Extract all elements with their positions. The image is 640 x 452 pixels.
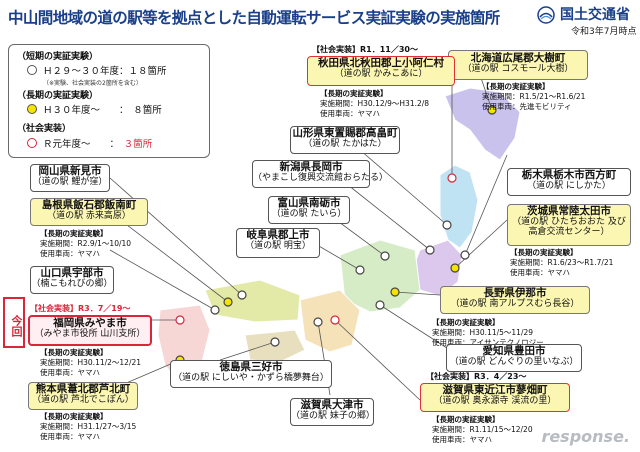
page-title: 中山間地域の道の駅等を拠点とした自動運転サービス実証実験の実施箇所 [8,9,500,27]
legend-long-row: Ｈ３０年度～ ： ８箇所 [17,102,162,116]
yellow-dot-icon [27,104,37,114]
site-box-toyama: 富山県南砺市 （道の駅 たいら） [268,196,350,224]
legend-long-head: （長期の実証実験） [17,91,99,101]
site-box-aichi: 愛知県豊田市 （道の駅 どんぐりの里いなぶ） [446,344,582,372]
org-name: 国土交通省 [560,7,630,23]
legend-short-head: （短期の実証実験） [17,52,99,62]
watermark: response. [541,427,630,446]
site-box-tochigi: 栃木県栃木市西方町 （道の駅 にしかた） [507,168,631,196]
legend-long-text: Ｈ３０年度～ ： ８箇所 [43,105,162,116]
tag-shiga-higashiomi: 【社会実装】R3．4／23～ [426,372,527,381]
site-box-gifu: 岐阜県郡上市 （道の駅 明宝） [236,228,320,258]
legend-short-note: （※実験、社会実装の2箇所を含む） [43,80,142,87]
date-label: 令和3年7月時点 [571,27,637,37]
legend-panel: （短期の実証実験） Ｈ２９～３０年度：１８箇所 （※実験、社会実装の2箇所を含む… [8,44,210,158]
site-box-shiga-otsu: 滋賀県大津市 （道の駅 妹子の郷） [290,398,375,426]
legend-social-row: Ｒ元年度～ ： ３箇所 [17,136,152,150]
white-dot-icon [27,65,37,75]
site-box-niigata: 新潟県長岡市 （やまこし復興交流館おらたる） [252,160,388,188]
tag-akita: 【社会実装】R1．11／30～ [312,45,418,54]
site-box-nagano: 長野県伊那市 （道の駅 南アルプスむら長谷） [440,286,590,314]
legend-social-head: （社会実装） [17,124,72,134]
site-name: 北海道広尾郡大樹町 [470,52,566,64]
tag-fukuoka: 【社会実装】R3．7／19～ [30,304,131,313]
site-box-ibaraki: 茨城県常陸太田市 （道の駅 ひたちおおた 及び 高倉交流センター） [507,204,631,246]
legend-social-text: Ｒ元年度～ ： [43,139,124,150]
site-box-shimane: 島根県飯石郡飯南町 （道の駅 赤来高原） [30,198,148,226]
site-box-shiga-higashiomi: 滋賀県東近江市蓼畑町 （道の駅 奥永源寺 渓流の里） [420,383,570,412]
konkai-marker: 今回 [3,297,25,348]
legend-social-count: ３箇所 [123,139,153,150]
site-box-tokushima: 徳島県三好市 （道の駅 にしいや・かずら橋夢舞台） [170,360,332,388]
site-box-okayama: 岡山県新見市 （道の駅 鯉が窪） [30,164,110,192]
site-box-yamaguchi: 山口県宇部市 （楠こもれびの郷） [30,266,114,294]
site-box-hokkaido: 北海道広尾郡大樹町 （道の駅 コスモール大樹） [448,50,588,80]
legend-short-text: Ｈ２９～３０年度：１８箇所 [43,66,167,77]
site-box-yamagata: 山形県東置賜郡高畠町 （道の駅 たかはた） [290,126,400,154]
legend-short-row: Ｈ２９～３０年度：１８箇所 [17,63,167,77]
mlit-logo [537,6,555,24]
site-station: （道の駅 コスモール大樹） [462,64,574,75]
site-box-fukuoka: 福岡県みやま市 （みやま市役所 山川支所） [28,315,152,346]
red-ring-icon [27,138,37,148]
site-box-kumamoto: 熊本県葦北郡芦北町 （道の駅 芦北でこぽん） [28,382,138,410]
site-box-akita: 秋田県北秋田郡上小阿仁村 （道の駅 かみこあに） [307,56,455,86]
